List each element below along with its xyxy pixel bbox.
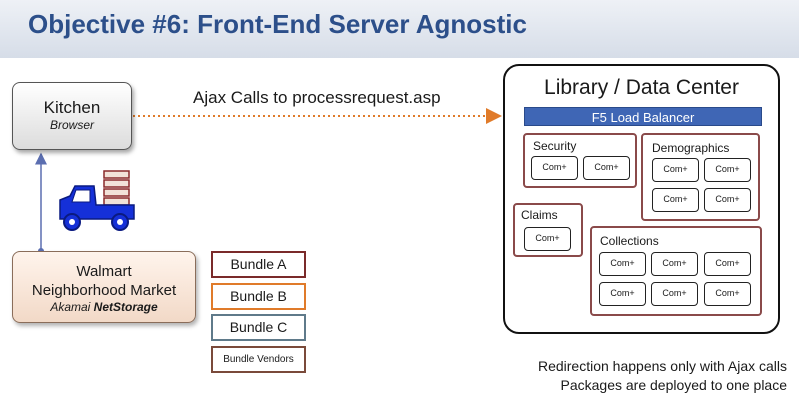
bundle-b: Bundle B xyxy=(211,283,306,310)
bundle-vendors: Bundle Vendors xyxy=(211,346,306,373)
collections-label: Collections xyxy=(600,234,659,248)
walmart-market-box: Walmart Neighborhood Market Akamai NetSt… xyxy=(12,251,196,323)
collections-com-6: Com+ xyxy=(704,282,751,306)
netstorage-label: Akamai NetStorage xyxy=(50,300,158,314)
kitchen-browser-box: Kitchen Browser xyxy=(12,82,132,150)
note-packages: Packages are deployed to one place xyxy=(560,377,788,393)
f5-load-balancer: F5 Load Balancer xyxy=(524,107,762,126)
walmart-line1: Walmart xyxy=(76,263,132,280)
collections-com-5: Com+ xyxy=(651,282,698,306)
ajax-calls-label: Ajax Calls to processrequest.asp xyxy=(193,88,441,107)
collections-com-4: Com+ xyxy=(599,282,646,306)
note-redirection: Redirection happens only with Ajax calls xyxy=(537,358,787,374)
slide-title: Objective #6: Front-End Server Agnostic xyxy=(28,9,527,39)
demographics-label: Demographics xyxy=(652,141,730,155)
demographics-com-3: Com+ xyxy=(652,188,699,212)
library-title: Library / Data Center xyxy=(544,76,739,99)
kitchen-label: Kitchen xyxy=(43,98,101,117)
demographics-com-4: Com+ xyxy=(704,188,751,212)
security-com-1: Com+ xyxy=(531,156,578,180)
security-com-2: Com+ xyxy=(583,156,630,180)
truck-icon xyxy=(59,170,135,231)
bundle-c: Bundle C xyxy=(211,314,306,341)
demographics-com-1: Com+ xyxy=(652,158,699,182)
collections-com-1: Com+ xyxy=(599,252,646,276)
title-band xyxy=(0,0,799,58)
claims-label: Claims xyxy=(521,208,558,222)
security-label: Security xyxy=(533,139,577,153)
bundle-a: Bundle A xyxy=(211,251,306,278)
demographics-com-2: Com+ xyxy=(704,158,751,182)
browser-label: Browser xyxy=(49,118,94,132)
collections-com-2: Com+ xyxy=(651,252,698,276)
collections-com-3: Com+ xyxy=(704,252,751,276)
claims-com-1: Com+ xyxy=(524,227,571,251)
walmart-line2: Neighborhood Market xyxy=(31,282,177,299)
